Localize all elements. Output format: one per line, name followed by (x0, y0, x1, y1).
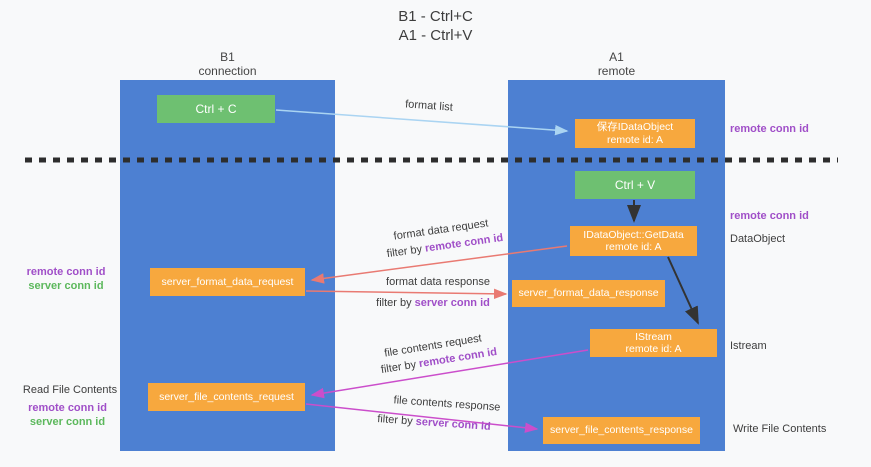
server-file-contents-request-box: server_file_contents_request (148, 383, 305, 411)
arrow-format-data-response (305, 288, 508, 300)
format-data-response-label: format data response (386, 276, 490, 288)
filter-by-value: server conn id (414, 297, 490, 309)
store-idataobject-line1: 保存IDataObject (596, 121, 674, 133)
remote-conn-id-top-right-label: remote conn id (730, 123, 809, 135)
diagram-title: B1 - Ctrl+C A1 - Ctrl+V (0, 7, 871, 45)
format-data-response-filter-label: filter by server conn id (375, 297, 491, 309)
left-conn-id-group-1: remote conn id server conn id (20, 266, 112, 293)
left-conn-id-group-2: remote conn id server conn id (20, 402, 115, 429)
arrow-getdata-to-istream (667, 256, 699, 325)
read-file-contents-label: Read File Contents (22, 384, 118, 396)
server-file-contents-response-label: server_file_contents_response (549, 424, 693, 437)
server-file-contents-response-box: server_file_contents_response (543, 417, 700, 444)
filter-by-prefix: filter by (376, 297, 415, 309)
title-line-2: A1 - Ctrl+V (398, 27, 473, 44)
store-idataobject-line2: remote id: A (606, 133, 664, 146)
store-idataobject-box: 保存IDataObject remote id: A (575, 119, 695, 148)
server-file-contents-request-label: server_file_contents_request (159, 390, 294, 403)
istream-box: IStream remote id: A (590, 329, 717, 357)
getdata-line2: remote id: A (605, 241, 662, 253)
ctrl-c-label: Ctrl + C (195, 102, 237, 116)
istream-line1: IStream (635, 330, 672, 343)
server-format-data-response-label: server_format_data_response (518, 287, 659, 300)
server-format-data-response-box: server_format_data_response (512, 280, 665, 307)
istream-line2: remote id: A (625, 343, 682, 355)
title-line-1: B1 - Ctrl+C (398, 8, 473, 25)
left1-remote-conn-id: remote conn id (26, 266, 106, 278)
left1-server-conn-id: server conn id (28, 279, 104, 292)
server-format-data-request-box: server_format_data_request (150, 268, 305, 296)
left-column-role: connection (198, 64, 257, 78)
ctrl-v-label: Ctrl + V (614, 178, 656, 192)
left2-remote-conn-id: remote conn id (28, 402, 107, 414)
left-column-name: B1 (220, 50, 235, 64)
write-file-contents-label: Write File Contents (733, 423, 827, 435)
ctrl-v-box: Ctrl + V (575, 171, 695, 199)
getdata-box: IDataObject::GetData remote id: A (570, 226, 697, 256)
arrow-file-contents-request (310, 349, 589, 399)
arrow-format-data-request (310, 245, 568, 284)
arrow-format-list (275, 109, 569, 136)
dataobject-label: DataObject (730, 233, 786, 245)
istream-side-label: Istream (730, 340, 767, 352)
ctrl-c-box: Ctrl + C (157, 95, 275, 123)
right-column-header: A1 remote (508, 50, 725, 78)
left2-server-conn-id: server conn id (29, 415, 106, 428)
arrow-file-contents-response (305, 403, 539, 433)
remote-conn-id-mid-right-label: remote conn id (730, 210, 809, 222)
left-column-header: B1 connection (120, 50, 335, 78)
right-column-name: A1 (609, 50, 624, 64)
right-column-role: remote (597, 64, 636, 78)
server-format-data-request-label: server_format_data_request (161, 275, 294, 288)
getdata-line1: IDataObject::GetData (583, 228, 684, 241)
